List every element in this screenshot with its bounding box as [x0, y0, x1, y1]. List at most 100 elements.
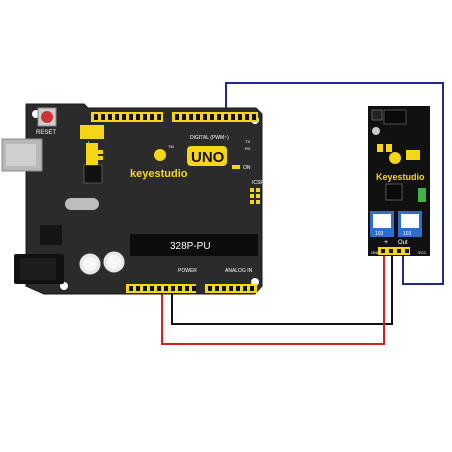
header-pin [397, 249, 401, 253]
out-label: Out [398, 240, 408, 246]
power-label: POWER [178, 268, 197, 274]
icsp-pin [256, 194, 260, 198]
vcc-wire [161, 255, 385, 345]
module-ic [385, 183, 403, 201]
uno-label: UNO [191, 149, 225, 166]
icsp-pin [256, 200, 260, 204]
header-pin [217, 114, 221, 120]
reset-label: RESET [36, 130, 56, 136]
header-pin [136, 286, 140, 291]
icsp-pin [250, 188, 254, 192]
sensor-module: Keyestudio 103 103 GND + Out VCC [368, 106, 430, 256]
usb-port-inner [6, 144, 36, 166]
tm-label: TM [168, 144, 174, 149]
header-pin [178, 286, 182, 291]
header-pin [215, 286, 219, 291]
header-pin [203, 114, 207, 120]
ir-receiver [383, 109, 407, 125]
icsp-header [250, 188, 260, 204]
bottom-pins [129, 286, 254, 291]
header-pin [150, 286, 154, 291]
gnd-label: GND [371, 250, 380, 255]
header-pin [175, 114, 179, 120]
header-pin [381, 249, 385, 253]
header-pin [250, 286, 254, 291]
header-pin [129, 286, 133, 291]
header-pin [150, 114, 154, 120]
header-pin [224, 114, 228, 120]
header-pin [143, 286, 147, 291]
module-pins [381, 249, 409, 253]
led-rx [97, 156, 103, 160]
header-pin [157, 114, 161, 120]
digital-pins [94, 114, 256, 120]
smd-component [406, 150, 420, 160]
led-on [232, 165, 240, 169]
header-pin [222, 286, 226, 291]
header-pin [192, 286, 196, 291]
digital-header-left [91, 112, 163, 122]
signal-wire [225, 82, 444, 285]
digital-label: DIGITAL (PWM~) [190, 135, 229, 141]
header-pin [94, 114, 98, 120]
usb-chip [83, 164, 103, 184]
pot-left-label: 103 [375, 231, 384, 237]
header-pin [108, 114, 112, 120]
header-pin [231, 114, 235, 120]
header-pin [136, 114, 140, 120]
header-pin [389, 249, 393, 253]
analog-label: ANALOG IN [225, 268, 253, 274]
vcc-label: VCC [418, 250, 427, 255]
header-pin [164, 286, 168, 291]
led-tx [97, 150, 103, 154]
power-jack-body [20, 258, 56, 280]
voltage-regulator [40, 225, 62, 245]
arduino-board: RESET keyestudio TM UNO 328P-PU L ON TX … [1, 103, 264, 295]
tx-label: TX [245, 139, 250, 144]
jumper-green [418, 188, 426, 202]
pot-face [401, 214, 419, 228]
reset-button-cap[interactable] [41, 111, 53, 123]
on-label: ON [243, 165, 251, 171]
module-led [389, 152, 401, 164]
chip-label: 328P-PU [170, 241, 211, 252]
header-pin [238, 114, 242, 120]
smd-component [377, 144, 383, 152]
capacitor-top [83, 257, 97, 271]
plus-label: + [384, 239, 388, 246]
pot-face [373, 214, 391, 228]
header-pin [157, 286, 161, 291]
header-pin [405, 249, 409, 253]
header-pin [189, 114, 193, 120]
bee-icon [154, 149, 166, 161]
icsp-pin [250, 200, 254, 204]
header-pin [101, 114, 105, 120]
header-pin [115, 114, 119, 120]
header-pin [122, 114, 126, 120]
mcu-chip [130, 234, 258, 256]
header-pin [129, 114, 133, 120]
header-pin [208, 286, 212, 291]
led-indicator [372, 127, 380, 135]
jumper-block [80, 125, 104, 139]
rx-label: RX [245, 146, 251, 151]
wires [161, 82, 444, 345]
header-pin [182, 114, 186, 120]
module-brand: Keyestudio [376, 172, 425, 182]
header-pin [243, 286, 247, 291]
header-pin [143, 114, 147, 120]
header-pin [252, 114, 256, 120]
header-pin [245, 114, 249, 120]
header-pin [210, 114, 214, 120]
header-pin [171, 286, 175, 291]
jumper-block [86, 143, 98, 165]
header-pin [196, 114, 200, 120]
digital-header-right [172, 112, 258, 122]
icsp-pin [250, 194, 254, 198]
brand-logo-text: keyestudio [130, 168, 188, 180]
header-pin [185, 286, 189, 291]
uno-badge [187, 146, 227, 166]
gnd-wire [171, 255, 393, 325]
capacitor-top [107, 255, 121, 269]
